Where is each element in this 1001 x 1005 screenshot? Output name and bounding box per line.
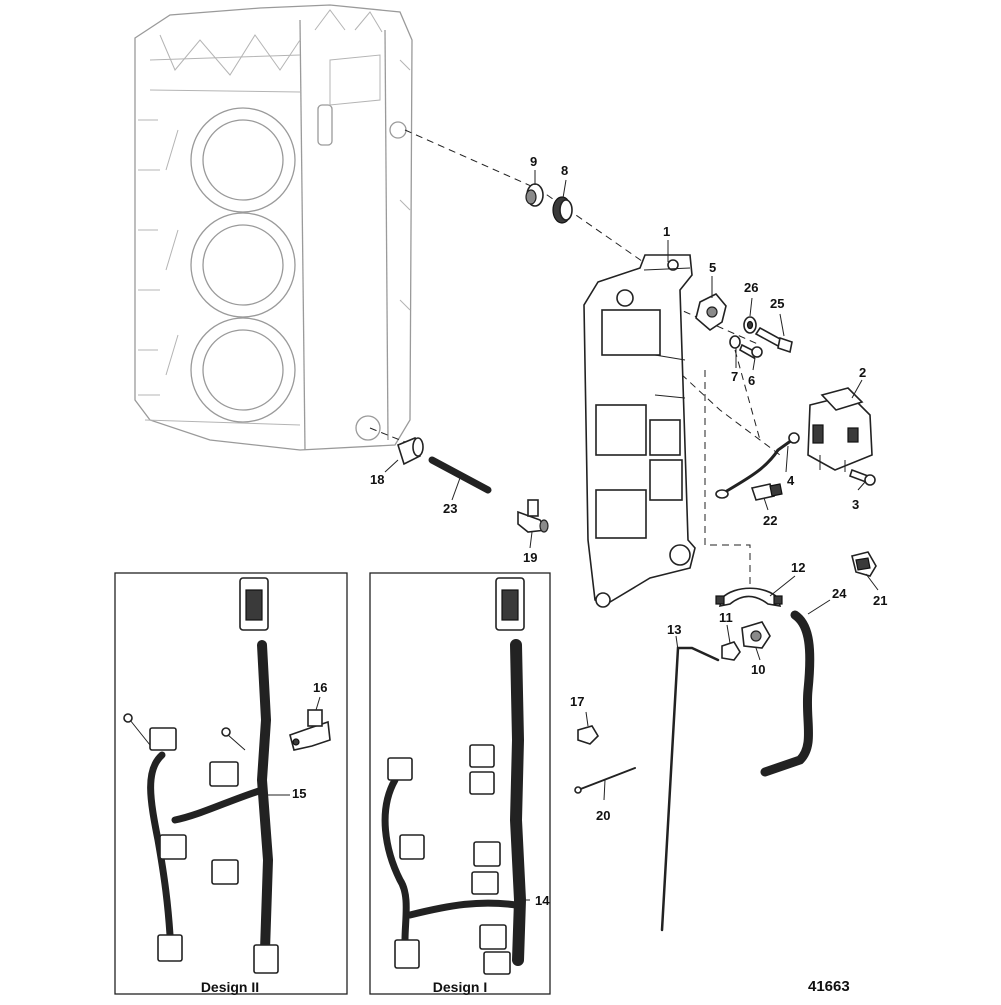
design-i-caption: Design I [433, 979, 487, 995]
part-3-screw [848, 468, 876, 486]
callout-25: 25 [770, 296, 784, 311]
callout-24: 24 [832, 586, 847, 601]
callout-5: 5 [709, 260, 716, 275]
part-4-wire [715, 432, 800, 499]
design-ii-caption: Design II [201, 979, 259, 995]
alignment-lines [369, 129, 781, 592]
callout-15: 15 [292, 786, 306, 801]
part-26-washer [743, 316, 757, 334]
design-i-inset-frame [369, 572, 551, 995]
callout-11: 11 [719, 610, 733, 625]
callout-2: 2 [859, 365, 866, 380]
callout-4: 4 [787, 473, 795, 488]
callout-20: 20 [596, 808, 610, 823]
callout-10: 10 [751, 662, 765, 677]
part-22-sensor [750, 483, 783, 501]
part-19-tee-fitting [517, 499, 549, 533]
part-20-tie-strap [574, 767, 636, 794]
callout-17: 17 [570, 694, 584, 709]
callout-12: 12 [791, 560, 805, 575]
part-23-tube [428, 456, 492, 494]
part-21-clip [851, 551, 877, 577]
part-9-fitting [525, 183, 544, 207]
part-5-bracket [695, 293, 727, 332]
part-17-plug [577, 725, 600, 745]
callout-6: 6 [748, 373, 755, 388]
part-11-nut [721, 641, 741, 661]
part-14-harness [381, 577, 527, 975]
part-25-bolt [754, 326, 793, 354]
figure-number: 41663 [808, 978, 850, 995]
design-ii-inset-frame [114, 572, 348, 995]
part-6-screw [738, 343, 763, 360]
callout-leaders [265, 170, 879, 901]
callout-18: 18 [370, 472, 384, 487]
callout-labels: 1 2 3 4 5 6 7 8 9 10 11 12 13 14 15 16 1… [292, 154, 887, 908]
callout-13: 13 [667, 622, 681, 637]
part-10-sensor [741, 621, 771, 649]
callout-3: 3 [852, 497, 859, 512]
callout-26: 26 [744, 280, 758, 295]
part-18-fitting [397, 436, 424, 466]
callout-19: 19 [523, 550, 537, 565]
callout-8: 8 [561, 163, 568, 178]
callout-9: 9 [530, 154, 537, 169]
callout-23: 23 [443, 501, 457, 516]
callout-1: 1 [663, 224, 670, 239]
part-15-harness [123, 577, 279, 974]
callout-14: 14 [535, 893, 550, 908]
part-12-clamp [715, 587, 783, 608]
callout-22: 22 [763, 513, 777, 528]
callout-21: 21 [873, 593, 887, 608]
part-16-bracket [289, 709, 331, 751]
callout-7: 7 [731, 369, 738, 384]
part-1-mounting-plate [583, 254, 696, 608]
part-24-hose [760, 610, 815, 777]
callout-16: 16 [313, 680, 327, 695]
part-7-washer [729, 335, 741, 349]
part-2-module [807, 387, 873, 472]
part-13-rod [660, 646, 720, 932]
engine-block [134, 4, 413, 451]
part-8-grommet [552, 196, 573, 224]
